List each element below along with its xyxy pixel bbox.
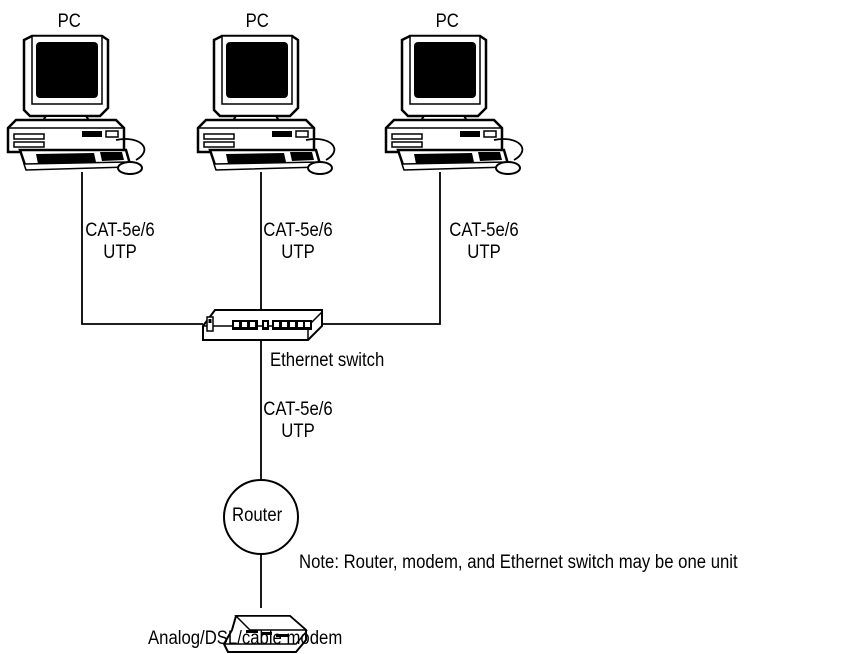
pc-1-label: PC bbox=[57, 11, 81, 32]
pc-2-icon bbox=[196, 34, 336, 176]
modem-icon bbox=[222, 615, 308, 653]
cable-label-pc3: CAT-5e/6 UTP bbox=[449, 220, 519, 263]
pc-2-label: PC bbox=[245, 11, 269, 32]
pc-3-label: PC bbox=[435, 11, 459, 32]
switch-label: Ethernet switch bbox=[270, 350, 385, 371]
cable-pc1-switch bbox=[81, 172, 203, 325]
note-text: Note: Router, modem, and Ethernet switch… bbox=[299, 552, 738, 573]
router-icon bbox=[223, 479, 299, 555]
pc-1-icon bbox=[6, 34, 146, 176]
modem-label: Analog/DSL/cable modem bbox=[148, 628, 343, 649]
cable-pc3-switch bbox=[322, 172, 441, 325]
cable-label-pc1: CAT-5e/6 UTP bbox=[85, 220, 155, 263]
cable-label-switch-router: CAT-5e/6 UTP bbox=[263, 399, 333, 442]
router-label: Router bbox=[232, 505, 283, 526]
pc-3-icon bbox=[384, 34, 524, 176]
ethernet-switch-icon bbox=[202, 309, 323, 341]
cable-label-pc2: CAT-5e/6 UTP bbox=[263, 220, 333, 263]
